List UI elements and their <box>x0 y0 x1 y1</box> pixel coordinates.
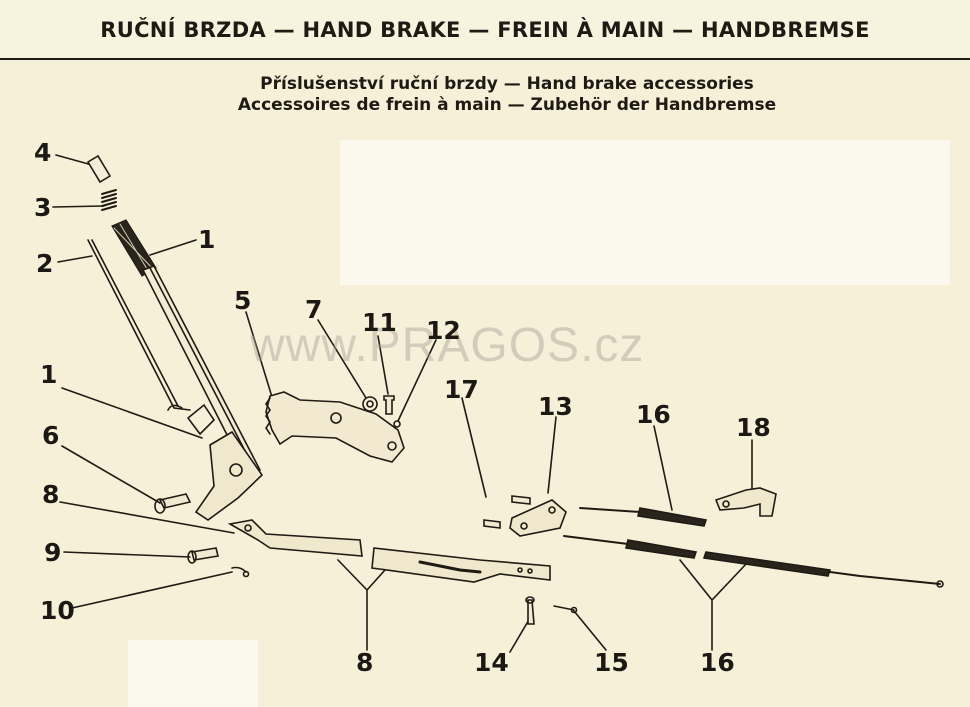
leader-line-14 <box>509 617 531 653</box>
pin-part-6 <box>154 493 192 514</box>
washer-part-7 <box>362 396 378 412</box>
push-rod <box>87 239 191 411</box>
bolt-part-14 <box>525 596 535 625</box>
callout-6: 6 <box>42 421 60 450</box>
callout-9: 9 <box>44 538 62 567</box>
pin-part-17 <box>483 495 531 529</box>
leader-line-16-top <box>653 425 673 511</box>
callout-8-bottom: 8 <box>356 648 374 677</box>
callout-17: 17 <box>444 375 479 404</box>
pin-part-9 <box>187 547 219 564</box>
background-patch <box>128 640 258 707</box>
clip-part-12 <box>393 420 401 428</box>
leader-line-10 <box>71 571 233 609</box>
subtitle-line-2: Accessoires de frein à main — Zubehör de… <box>237 95 777 115</box>
leader-line-5 <box>245 311 273 398</box>
brake-cable-middle <box>563 535 698 559</box>
callout-1-top: 1 <box>198 225 216 254</box>
pull-rod-front <box>227 519 363 557</box>
callout-7: 7 <box>305 295 323 324</box>
callout-11: 11 <box>362 308 397 337</box>
leader-line-1-lower <box>61 387 203 439</box>
leader-line-13 <box>547 416 557 494</box>
leader-line-3 <box>52 205 105 208</box>
leader-line-16-bottom <box>679 559 749 651</box>
subtitle-line-1: Příslušenství ruční brzdy — Hand brake a… <box>260 74 754 94</box>
callout-2: 2 <box>36 249 54 278</box>
header-bar: RUČNÍ BRZDA — HAND BRAKE — FREIN À MAIN … <box>0 0 970 60</box>
watermark-text: www.PRAGOS.cz <box>250 319 645 372</box>
callout-3: 3 <box>34 193 52 222</box>
brake-cable-upper <box>579 507 708 527</box>
split-pin-part-15 <box>553 605 578 614</box>
callout-14: 14 <box>474 648 509 677</box>
coil-spring <box>101 189 117 211</box>
callout-16-bottom: 16 <box>700 648 735 677</box>
page-title: RUČNÍ BRZDA — HAND BRAKE — FREIN À MAIN … <box>100 18 870 42</box>
leader-line-6 <box>61 445 161 504</box>
cable-bracket-part-18 <box>714 487 777 517</box>
callout-16-top: 16 <box>636 400 671 429</box>
leader-line-7 <box>317 319 367 399</box>
leader-line-8-bottom <box>337 559 395 651</box>
hand-brake-lever <box>111 219 264 521</box>
callout-1-lower: 1 <box>40 360 58 389</box>
callout-13: 13 <box>538 392 573 421</box>
leader-line-1-top <box>149 239 197 256</box>
leader-line-8-left <box>59 501 235 534</box>
callout-8-left: 8 <box>42 480 60 509</box>
ratchet-pawl <box>265 391 405 463</box>
brake-cable-long <box>702 551 944 588</box>
leader-line-17 <box>461 397 487 498</box>
background-patch <box>340 140 950 285</box>
callout-10: 10 <box>40 596 75 625</box>
callout-15: 15 <box>594 648 629 677</box>
leader-line-4 <box>55 154 93 166</box>
leader-line-11 <box>377 335 389 395</box>
clip-part-10 <box>231 566 250 578</box>
pin-part-11 <box>383 395 395 415</box>
equalizer-bracket <box>509 499 567 537</box>
callout-12: 12 <box>426 316 461 345</box>
callout-5: 5 <box>234 286 252 315</box>
leader-line-15 <box>573 610 607 651</box>
leader-line-2 <box>57 255 93 263</box>
callout-4: 4 <box>34 138 52 167</box>
leader-line-12 <box>397 339 437 422</box>
leader-line-9 <box>63 551 191 558</box>
pull-rod-rear <box>371 547 551 583</box>
lever-cap <box>86 154 112 184</box>
callout-18: 18 <box>736 413 771 442</box>
